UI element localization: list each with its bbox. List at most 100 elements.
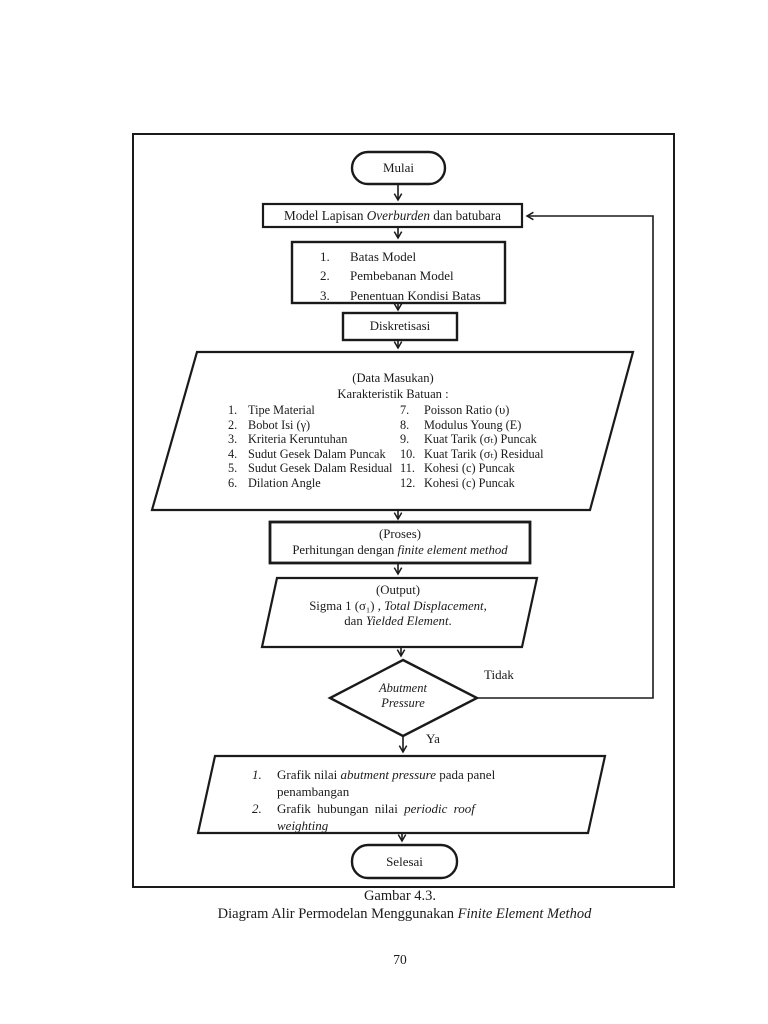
setup-item: 2. Pembebanan Model	[320, 266, 481, 285]
input-title: (Data Masukan)	[352, 371, 434, 385]
start-label: Mulai	[382, 160, 415, 175]
output-line2: dan Yielded Element.	[262, 614, 534, 630]
input-title-block: (Data Masukan) Karakteristik Batuan :	[242, 371, 544, 402]
input-item: 9. Kuat Tarik (σₜ) Puncak	[400, 432, 615, 447]
model-label-suffix: dan batubara	[429, 208, 502, 223]
input-item-text: Kohesi (c) Puncak	[424, 475, 515, 490]
output-line2-suffix: .	[448, 614, 452, 628]
setup-item-text: Pembebanan Model	[350, 268, 454, 284]
results-item: 1. Grafik nilai abutment pressure pada p…	[252, 766, 517, 800]
decision-label: Abutment Pressure	[353, 681, 453, 711]
page-border	[132, 133, 675, 888]
decision-line2: Pressure	[381, 696, 425, 710]
output-line1: Sigma 1 (σ₁) , Total Displacement,	[262, 599, 534, 615]
setup-item-number: 3.	[320, 287, 330, 303]
setup-item-number: 2.	[320, 268, 330, 284]
input-item-number: 12.	[400, 475, 416, 490]
figure-caption-number: Gambar 4.3.	[363, 888, 437, 904]
input-item: 7.Poisson Ratio (υ)	[400, 403, 615, 418]
model-box	[261, 202, 524, 229]
setup-item-text: Batas Model	[350, 249, 417, 264]
results-item-prefix: Grafik nilai	[277, 767, 341, 782]
discretize-box	[341, 311, 459, 342]
input-item-number: 7.	[400, 403, 410, 417]
setup-item-number: 1.	[320, 249, 330, 264]
process-text-italic: finite element method	[397, 543, 508, 557]
input-item: 10. Kuat Tarik (σₜ) Residual	[400, 447, 615, 462]
decision-yes-label: Ya	[426, 731, 440, 746]
model-label-italic: Overburden	[366, 208, 430, 223]
input-item: 6. Dilation Angle	[228, 476, 406, 491]
results-item-prefix: Grafik hubungan nilai	[277, 801, 405, 816]
output-parallelogram	[260, 576, 539, 649]
process-text: Perhitungan dengan finite element method	[272, 542, 528, 558]
input-item-number: 10.	[400, 446, 416, 461]
input-item-text: Kriteria Keruntuhan	[248, 432, 348, 447]
input-item-number: 4.	[228, 446, 238, 461]
figure-caption-title: Diagram Alir Permodelan Menggunakan Fini…	[134, 906, 675, 923]
results-item-suffix: pada panel penambangan	[277, 767, 496, 799]
input-item-number: 5.	[228, 461, 238, 476]
input-item: 5. Sudut Gesek Dalam Residual	[228, 461, 406, 476]
results-item: 2. Grafik hubungan nilai periodic roof w…	[252, 800, 517, 834]
end-terminator	[350, 843, 459, 880]
setup-item-text: Penentuan Kondisi Batas	[350, 287, 481, 303]
input-item-text: Tipe Material	[248, 403, 315, 417]
output-title: (Output)	[375, 583, 421, 597]
results-list: 1. Grafik nilai abutment pressure pada p…	[252, 766, 517, 834]
input-item-text: Bobot Isi (γ)	[248, 417, 311, 432]
model-label-prefix: Model Lapisan	[283, 208, 367, 223]
output-line2-italic: Yielded Element	[365, 614, 449, 628]
output-line1-prefix: Sigma 1 (σ₁) ,	[309, 598, 385, 613]
output-label: (Output) Sigma 1 (σ₁) , Total Displaceme…	[262, 583, 534, 630]
results-item-italic: abutment pressure	[340, 767, 436, 782]
setup-item: 3. Penentuan Kondisi Batas	[320, 286, 481, 305]
figure-caption-italic: Finite Element Method	[457, 906, 592, 922]
decision-line1: Abutment	[379, 681, 427, 695]
input-item-number: 8.	[400, 417, 410, 432]
input-item: 11. Kohesi (c) Puncak	[400, 461, 615, 476]
input-item-text: Sudut Gesek Dalam Residual	[248, 461, 393, 476]
discretize-label: Diskretisasi	[369, 319, 431, 333]
output-line1-italic: Total Displacement,	[384, 598, 487, 613]
page-number: 70	[393, 952, 407, 967]
input-item-text: Modulus Young (E)	[424, 417, 522, 432]
process-box	[268, 520, 532, 565]
input-parallelogram	[150, 350, 635, 512]
results-parallelogram	[196, 754, 607, 835]
input-item-number: 1.	[228, 403, 238, 417]
model-label: Model Lapisan Overburden dan batubara	[263, 204, 522, 227]
input-item-number: 11.	[400, 461, 415, 476]
input-item-text: Kuat Tarik (σₜ) Puncak	[424, 432, 537, 447]
input-item-text: Kohesi (c) Puncak	[424, 461, 515, 476]
input-item: 1. Tipe Material	[228, 403, 406, 418]
results-item-number: 2.	[252, 801, 262, 816]
input-item-number: 6.	[228, 475, 238, 490]
input-item: 3.Kriteria Keruntuhan	[228, 432, 406, 447]
input-right-column: 7.Poisson Ratio (υ) 8.Modulus Young (E) …	[400, 403, 615, 491]
input-item-text: Dilation Angle	[248, 475, 321, 490]
setup-list: 1. Batas Model 2. Pembebanan Model 3. Penen…	[320, 247, 481, 305]
input-left-column: 1. Tipe Material 2. Bobot Isi (γ) 3.Kriter…	[228, 403, 406, 491]
results-item-text: Grafik hubungan nilai periodic roof weig…	[277, 800, 517, 834]
figure-caption-prefix: Diagram Alir Permodelan Menggunakan	[217, 906, 458, 922]
results-item-italic: periodic roof weighting	[277, 801, 475, 833]
input-item-number: 2.	[228, 417, 238, 432]
input-item-number: 9.	[400, 432, 410, 447]
results-item-text: Grafik nilai abutment pressure pada pane…	[277, 766, 517, 800]
input-item: 12. Kohesi (c) Puncak	[400, 476, 615, 491]
input-subtitle: Karakteristik Batuan :	[337, 386, 449, 401]
feedback-path-tidak	[477, 211, 654, 699]
input-item-text: Kuat Tarik (σₜ) Residual	[424, 446, 544, 461]
end-label: Selesai	[386, 854, 423, 869]
input-item: 8. Modulus Young (E)	[400, 418, 615, 433]
input-item: 2. Bobot Isi (γ)	[228, 418, 406, 433]
input-item: 4.Sudut Gesek Dalam Puncak	[228, 447, 406, 462]
process-label: (Proses) Perhitungan dengan finite eleme…	[272, 526, 528, 558]
results-item-number: 1.	[252, 767, 262, 782]
output-line2-prefix: dan	[344, 614, 366, 628]
process-text-prefix: Perhitungan dengan	[292, 543, 398, 557]
decision-no-label: Tidak	[484, 667, 514, 682]
